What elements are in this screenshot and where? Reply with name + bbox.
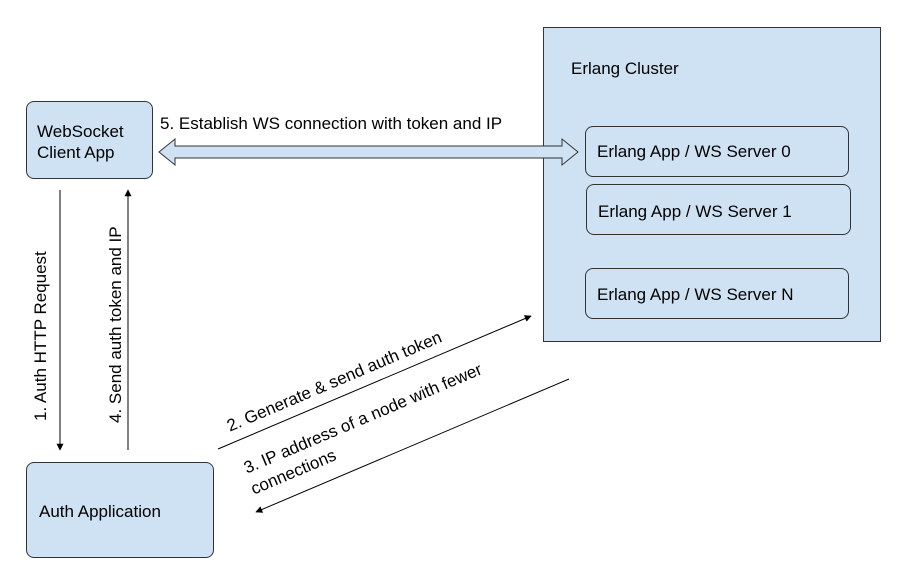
- erlang-server-1-label: Erlang App / WS Server 1: [598, 202, 792, 221]
- auth-application: Auth Application: [26, 462, 214, 558]
- erlang-cluster-title: Erlang Cluster: [571, 59, 679, 78]
- client-label-line1: WebSocket: [37, 122, 124, 141]
- arrow-ip-address: [255, 378, 570, 513]
- arrow-generate-token: [217, 315, 532, 450]
- erlang-server-n: Erlang App / WS Server N: [585, 268, 849, 319]
- step1-label: 1. Auth HTTP Request: [31, 251, 50, 421]
- erlang-server-1: Erlang App / WS Server 1: [586, 184, 851, 235]
- client-label-line2: Client App: [37, 143, 115, 162]
- step5-label: 5. Establish WS connection with token an…: [160, 114, 503, 133]
- erlang-server-0-label: Erlang App / WS Server 0: [597, 142, 791, 161]
- erlang-server-0: Erlang App / WS Server 0: [585, 126, 849, 177]
- step4-label: 4. Send auth token and IP: [106, 226, 125, 423]
- arrow-establish-ws: [158, 137, 579, 167]
- websocket-client-app: WebSocket Client App: [26, 101, 153, 179]
- erlang-server-n-label: Erlang App / WS Server N: [597, 285, 794, 304]
- auth-application-label: Auth Application: [39, 502, 161, 521]
